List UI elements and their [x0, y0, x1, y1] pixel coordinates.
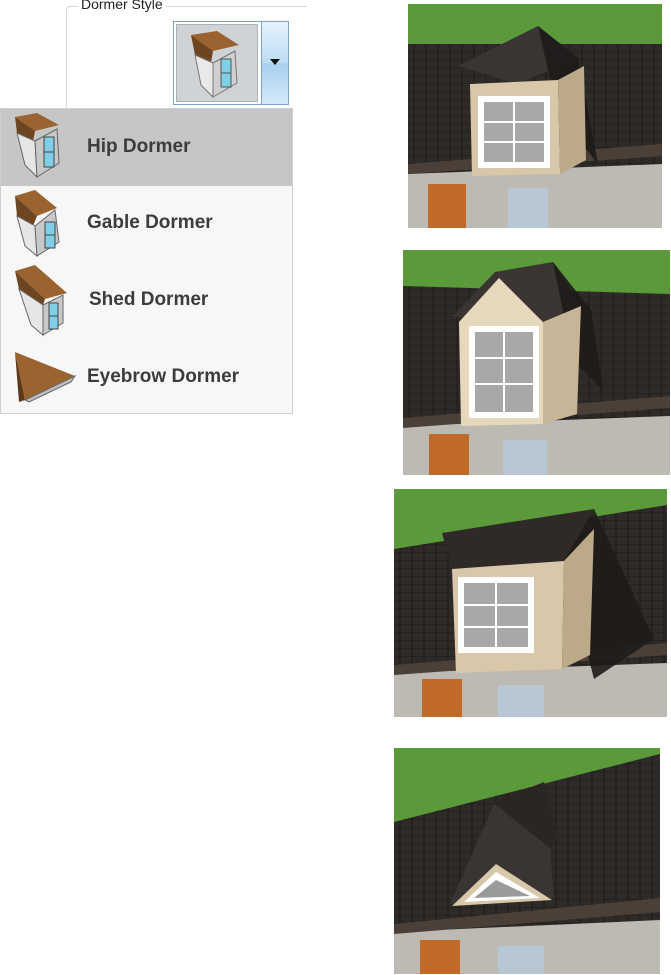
menu-item-shed-dormer[interactable]: Shed Dormer — [1, 263, 292, 340]
dormer-style-groupbox — [66, 6, 307, 111]
menu-item-eyebrow-dormer[interactable]: Eyebrow Dormer — [1, 340, 292, 417]
menu-item-hip-dormer[interactable]: Hip Dormer — [1, 109, 292, 186]
chevron-down-icon — [270, 59, 280, 65]
menu-item-label: Shed Dormer — [89, 289, 209, 310]
hip-dormer-icon — [176, 24, 258, 102]
shed-dormer-preview — [394, 489, 667, 717]
hip-dormer-icon — [9, 109, 73, 181]
dormer-style-combobox[interactable] — [173, 21, 289, 105]
eyebrow-dormer-preview — [394, 748, 660, 974]
gable-dormer-preview — [403, 250, 670, 475]
shed-dormer-icon — [9, 263, 73, 337]
dormer-style-menu: Hip Dormer Gable Dormer — [0, 108, 293, 414]
menu-item-gable-dormer[interactable]: Gable Dormer — [1, 186, 292, 263]
dormer-style-dropdown-button[interactable] — [261, 22, 288, 104]
menu-item-label: Hip Dormer — [87, 136, 191, 157]
gable-dormer-icon — [9, 186, 73, 258]
menu-item-label: Gable Dormer — [87, 212, 213, 233]
dormer-style-label: Dormer Style — [78, 0, 166, 12]
eyebrow-dormer-icon — [9, 340, 77, 412]
menu-item-label: Eyebrow Dormer — [87, 366, 240, 387]
hip-dormer-preview — [408, 4, 662, 228]
